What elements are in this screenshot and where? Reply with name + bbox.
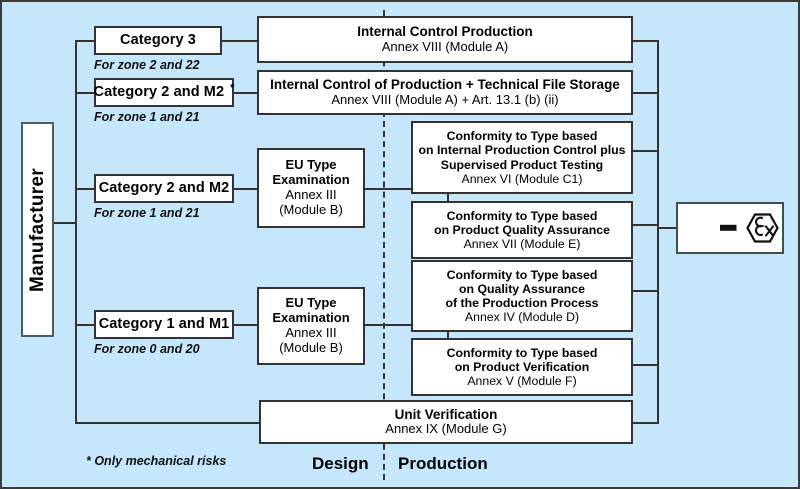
connector-right-bus xyxy=(657,40,659,422)
conformity-e-line-3: Annex VII (Module E) xyxy=(463,237,581,251)
category-1-m1-zone: For zone 0 and 20 xyxy=(94,342,200,356)
ce-ex-mark-icon xyxy=(685,211,779,245)
conformity-c1-line-1: Conformity to Type based xyxy=(446,129,598,144)
conformity-c1-line-3: Supervised Product Testing xyxy=(440,157,604,172)
eu-type-upper-line-3: Annex III xyxy=(285,187,337,202)
connector-bus-to-category-1 xyxy=(75,324,95,326)
eu-type-examination-upper-box[interactable]: EU Type Examination Annex III (Module B) xyxy=(257,148,365,228)
category-3-box[interactable]: Category 3 xyxy=(94,26,222,55)
connector-module-e-to-bus xyxy=(633,224,659,226)
eu-type-upper-line-4: (Module B) xyxy=(279,201,343,217)
conformity-f-line-1: Conformity to Type based xyxy=(446,345,598,360)
unit-verification-line-1: Unit Verification xyxy=(394,406,498,422)
internal-control-technical-file-line-2: Annex VIII (Module A) + Art. 13.1 (b) (i… xyxy=(331,91,559,107)
internal-control-production-box[interactable]: Internal Control Production Annex VIII (… xyxy=(257,16,633,63)
ce-ex-marking-box[interactable] xyxy=(676,202,784,254)
conformity-f-line-2: on Product Verification xyxy=(454,359,590,374)
design-column-label: Design xyxy=(312,454,369,473)
unit-verification-box[interactable]: Unit Verification Annex IX (Module G) xyxy=(259,400,633,444)
connector-module-d-to-bus xyxy=(633,290,659,292)
eu-type-examination-lower-box[interactable]: EU Type Examination Annex III (Module B) xyxy=(257,287,365,365)
internal-control-technical-file-line-1: Internal Control of Production + Technic… xyxy=(270,77,620,93)
internal-control-production-line-1: Internal Control Production xyxy=(357,24,533,40)
conformity-internal-production-control-box[interactable]: Conformity to Type based on Internal Pro… xyxy=(411,121,633,194)
conformity-c1-line-4: Annex VI (Module C1) xyxy=(461,171,583,186)
eu-type-upper-line-2: Examination xyxy=(272,172,350,188)
manufacturer-label: Manufacturer xyxy=(26,167,48,292)
production-column-label: Production xyxy=(398,454,488,473)
footnote-text: * Only mechanical risks xyxy=(86,454,227,468)
conformity-f-line-3: Annex V (Module F) xyxy=(467,374,577,388)
connector-module-a-to-bus xyxy=(633,40,659,42)
category-2-m2-star-zone: For zone 1 and 21 xyxy=(94,110,200,124)
eu-type-lower-line-4: (Module B) xyxy=(279,339,343,355)
conformity-d-line-1: Conformity to Type based xyxy=(446,267,598,282)
manufacturer-box[interactable]: Manufacturer xyxy=(21,122,54,337)
connector-left-bus xyxy=(75,41,77,424)
category-3-label: Category 3 xyxy=(120,32,196,49)
conformity-d-line-3: of the Production Process xyxy=(445,296,599,310)
design-production-divider xyxy=(383,10,385,480)
category-1-m1-box[interactable]: Category 1 and M1 xyxy=(94,310,234,339)
category-2-m2-box[interactable]: Category 2 and M2 xyxy=(94,174,234,203)
connector-manufacturer-stub xyxy=(53,222,77,224)
connector-bus-to-unit-verification xyxy=(75,422,261,424)
connector-bus-to-category-3 xyxy=(75,40,95,42)
connector-module-f-to-bus xyxy=(633,364,659,366)
eu-type-upper-line-1: EU Type xyxy=(285,157,337,173)
conformity-product-verification-box[interactable]: Conformity to Type based on Product Veri… xyxy=(411,338,633,396)
conformity-c1-line-2: on Internal Production Control plus xyxy=(418,143,626,158)
eu-type-lower-line-3: Annex III xyxy=(285,325,337,340)
internal-control-production-line-2: Annex VIII (Module A) xyxy=(381,38,509,54)
connector-category-1-to-eu-type xyxy=(233,324,257,326)
category-2-m2-label: Category 2 and M2 xyxy=(98,180,230,197)
conformity-d-line-4: Annex IV (Module D) xyxy=(464,310,580,325)
category-3-zone: For zone 2 and 22 xyxy=(94,58,200,72)
category-1-m1-label: Category 1 and M1 xyxy=(98,316,230,333)
connector-bus-to-category-2 xyxy=(75,188,95,190)
category-2-m2-zone: For zone 1 and 21 xyxy=(94,206,200,220)
conformity-quality-assurance-production-process-box[interactable]: Conformity to Type based on Quality Assu… xyxy=(411,260,633,332)
unit-verification-line-2: Annex IX (Module G) xyxy=(385,421,507,437)
category-2-m2-star-asterisk: * xyxy=(230,82,235,94)
connector-category-2-to-eu-type xyxy=(233,188,257,190)
conformity-e-line-1: Conformity to Type based xyxy=(446,208,598,223)
connector-category-2-star-to-module xyxy=(233,92,257,94)
eu-type-lower-line-1: EU Type xyxy=(285,295,337,311)
internal-control-technical-file-box[interactable]: Internal Control of Production + Technic… xyxy=(257,70,633,115)
connector-module-a13-to-bus xyxy=(633,92,659,94)
conformity-e-line-2: on Product Quality Assurance xyxy=(434,222,610,237)
connector-bus-to-ce-mark xyxy=(657,227,679,229)
connector-eu-type-lower-out xyxy=(365,324,449,326)
connector-category-3-to-module xyxy=(221,40,257,42)
category-2-m2-star-box[interactable]: Category 2 and M2 * xyxy=(94,78,234,107)
connector-eu-type-upper-out xyxy=(365,188,449,190)
connector-module-c1-to-bus xyxy=(633,150,659,152)
connector-bus-to-category-2-star xyxy=(75,92,95,94)
eu-type-lower-line-2: Examination xyxy=(272,310,350,326)
category-2-m2-star-label: Category 2 and M2 xyxy=(93,84,225,101)
conformity-d-line-2: on Quality Assurance xyxy=(459,281,585,296)
connector-module-g-to-bus xyxy=(633,422,659,424)
conformity-product-quality-assurance-box[interactable]: Conformity to Type based on Product Qual… xyxy=(411,201,633,259)
